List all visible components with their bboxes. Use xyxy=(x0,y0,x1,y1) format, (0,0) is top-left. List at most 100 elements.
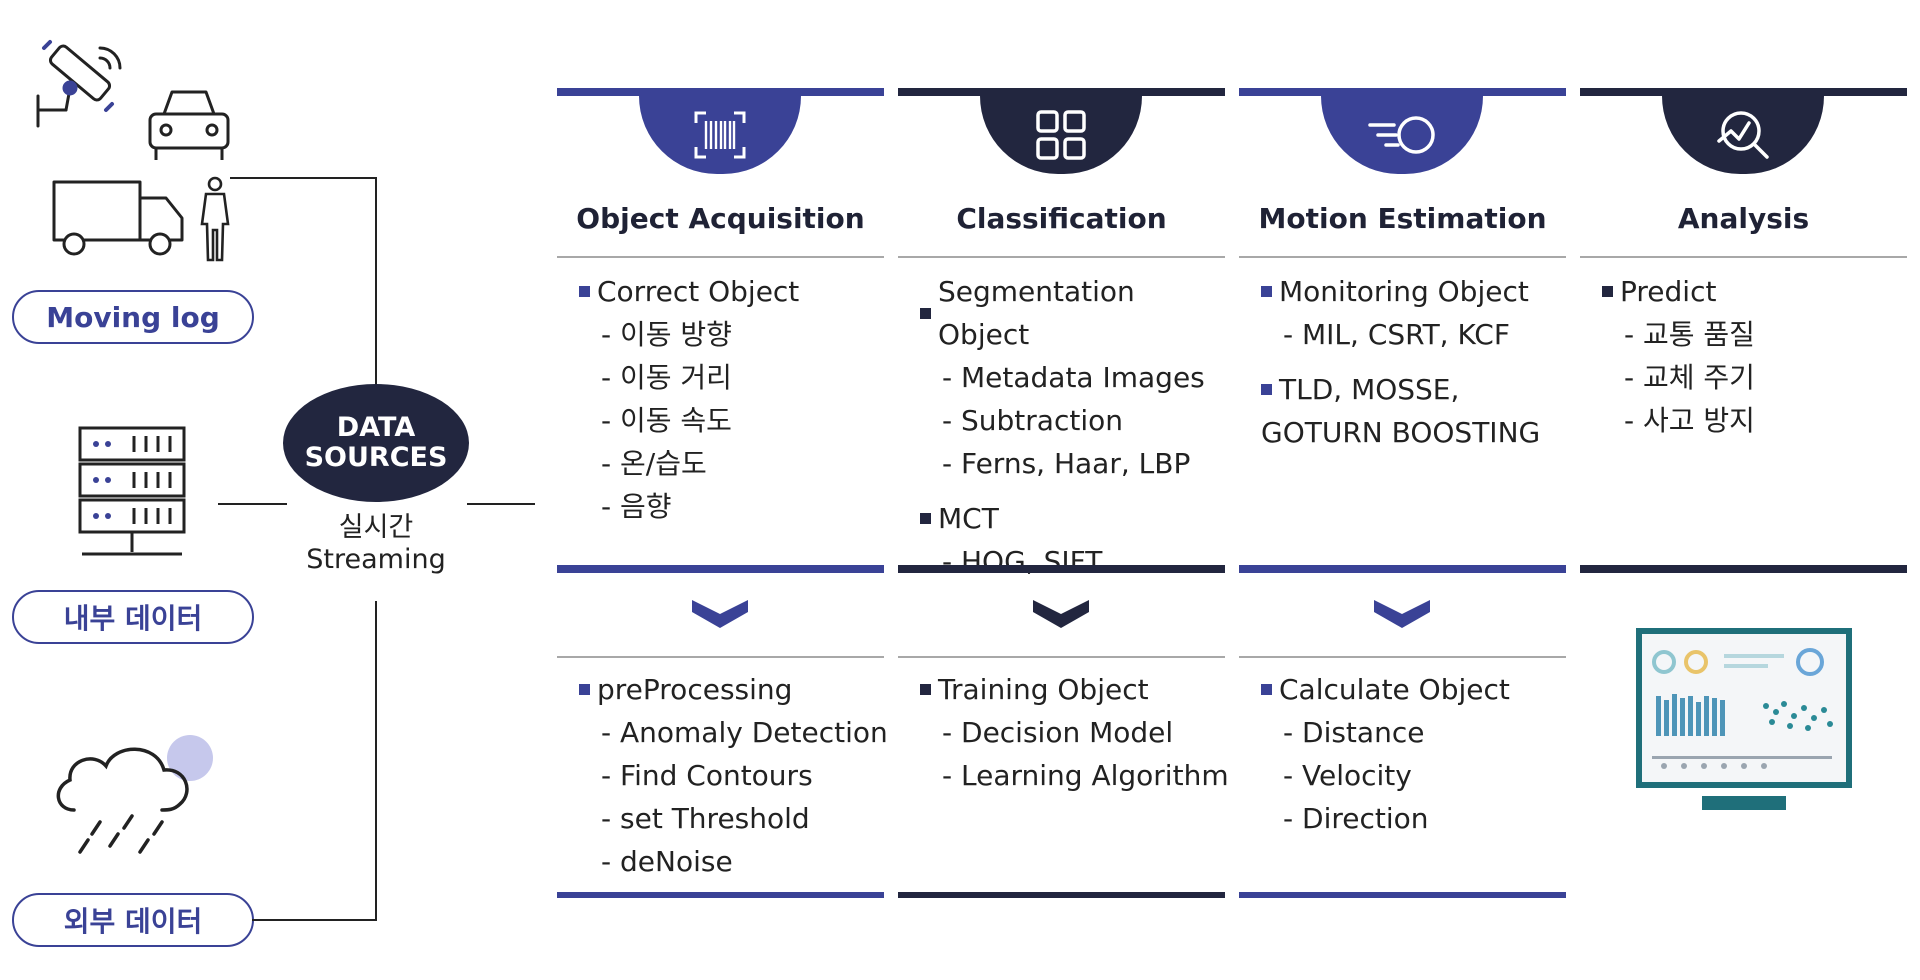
connector-bottom-h xyxy=(252,919,377,921)
connector-mid-right xyxy=(467,503,535,505)
list-item: - 이동 속도 xyxy=(601,404,732,437)
top-section: Segmentation Object - Metadata Images - … xyxy=(920,270,1225,583)
column-analysis: Analysis Predict - 교통 품질 - 교체 주기 - 사고 방지 xyxy=(1580,88,1907,902)
list-item: - Anomaly Detection xyxy=(601,716,888,749)
chevron-divider xyxy=(1239,656,1566,658)
title-divider xyxy=(1580,256,1907,258)
title-divider xyxy=(557,256,884,258)
list-item: - 사고 방지 xyxy=(1624,404,1755,437)
chevron-down-icon xyxy=(692,600,748,628)
list-item: - deNoise xyxy=(601,845,733,878)
list-item: - 교통 품질 xyxy=(1624,318,1755,351)
column-top-bar xyxy=(1580,88,1907,96)
section-head: Calculate Object xyxy=(1279,673,1510,706)
column-title: Object Acquisition xyxy=(576,202,865,235)
person-icon xyxy=(200,176,230,262)
hub-title-line1: DATA xyxy=(336,412,416,443)
section-head: MCT xyxy=(938,502,999,535)
bottom-section: Training Object - Decision Model - Learn… xyxy=(920,668,1229,797)
section-head: Monitoring Object xyxy=(1279,275,1529,308)
list-item: - Direction xyxy=(1283,802,1429,835)
column-icon-cap xyxy=(1321,96,1483,174)
list-item: - Find Contours xyxy=(601,759,813,792)
column-bottom-bar xyxy=(898,892,1225,898)
list-item: - Metadata Images xyxy=(942,361,1205,394)
moving-log-pill: Moving log xyxy=(12,290,254,344)
list-item: - 이동 거리 xyxy=(601,361,732,394)
external-data-pill: 외부 데이터 xyxy=(12,893,254,947)
column-icon-cap xyxy=(980,96,1142,174)
column-top-bar xyxy=(557,88,884,96)
column-bottom-bar xyxy=(557,892,884,898)
motion-circle-icon xyxy=(1368,116,1435,154)
bullet-square xyxy=(579,684,590,695)
column-classification: Classification Segmentation Object - Met… xyxy=(898,88,1229,902)
list-item: - 온/습도 xyxy=(601,447,707,480)
connector-mid-left xyxy=(218,503,287,505)
chevron-down-icon xyxy=(1374,600,1430,628)
connector-bottom-v xyxy=(375,601,377,921)
section-head: TLD, MOSSE, xyxy=(1279,373,1460,406)
list-item: - set Threshold xyxy=(601,802,810,835)
column-title: Analysis xyxy=(1677,202,1810,235)
bullet-square xyxy=(1261,684,1272,695)
list-item: - 교체 주기 xyxy=(1624,361,1755,394)
column-motion-estimation: Motion Estimation Monitoring Object - MI… xyxy=(1239,88,1566,902)
bullet-square xyxy=(1261,286,1272,297)
connector-top-v xyxy=(375,177,377,385)
column-icon-cap xyxy=(1662,96,1824,174)
chevron-divider xyxy=(557,656,884,658)
title-divider xyxy=(898,256,1225,258)
column-title: Classification xyxy=(956,202,1167,235)
section-head: Predict xyxy=(1620,275,1717,308)
car-icon xyxy=(148,90,230,160)
top-section: Correct Object - 이동 방향 - 이동 거리 - 이동 속도 -… xyxy=(579,270,884,528)
connector-top-h xyxy=(230,177,377,179)
list-item: - 음향 xyxy=(601,490,672,523)
grid-icon xyxy=(1036,110,1086,160)
title-divider xyxy=(1239,256,1566,258)
top-section: Predict - 교통 품질 - 교체 주기 - 사고 방지 xyxy=(1602,270,1907,442)
server-icon xyxy=(78,426,186,556)
column-mid-bar xyxy=(898,565,1225,573)
data-sources-hub: DATA SOURCES xyxy=(283,384,469,502)
truck-icon xyxy=(52,180,184,256)
list-item: - Distance xyxy=(1283,716,1425,749)
column-object-acquisition: Object Acquisition Correct Object - 이동 방… xyxy=(557,88,888,902)
bullet-square xyxy=(920,513,931,524)
column-mid-bar xyxy=(557,565,884,573)
bottom-section: preProcessing - Anomaly Detection - Find… xyxy=(579,668,888,883)
column-icon-cap xyxy=(639,96,801,174)
chevron-down-icon xyxy=(1033,600,1089,628)
list-item: - Decision Model xyxy=(942,716,1174,749)
column-mid-bar xyxy=(1580,565,1907,573)
barcode-scan-icon xyxy=(694,111,746,159)
list-item: - Learning Algorithm xyxy=(942,759,1229,792)
column-title: Motion Estimation xyxy=(1258,202,1547,235)
list-item: - HOG, SIFT xyxy=(942,545,1103,578)
column-top-bar xyxy=(1239,88,1566,96)
list-item: - MIL, CSRT, KCF xyxy=(1283,318,1510,351)
internal-data-pill: 내부 데이터 xyxy=(12,590,254,644)
column-mid-bar xyxy=(1239,565,1566,573)
bullet-square xyxy=(1602,286,1613,297)
bullet-square xyxy=(920,684,931,695)
section-head: Correct Object xyxy=(597,275,800,308)
dashboard-monitor-icon xyxy=(1636,628,1852,810)
section-head: Segmentation Object xyxy=(938,275,1135,351)
bullet-square xyxy=(1261,384,1272,395)
analytics-search-icon xyxy=(1717,111,1769,159)
bullet-square xyxy=(920,307,931,319)
section-head: preProcessing xyxy=(597,673,793,706)
cctv-camera-icon xyxy=(36,40,122,128)
list-item: - Ferns, Haar, LBP xyxy=(942,447,1191,480)
hub-title-line2: SOURCES xyxy=(304,442,448,473)
section-head: Training Object xyxy=(938,673,1149,706)
bottom-section: Calculate Object - Distance - Velocity -… xyxy=(1261,668,1566,840)
weather-cloud-rain-icon xyxy=(56,735,213,854)
bullet-square xyxy=(579,286,590,297)
list-item: - 이동 방향 xyxy=(601,318,732,351)
top-section: Monitoring Object - MIL, CSRT, KCF TLD, … xyxy=(1261,270,1566,454)
hub-subtitle: 실시간 Streaming xyxy=(306,512,446,575)
